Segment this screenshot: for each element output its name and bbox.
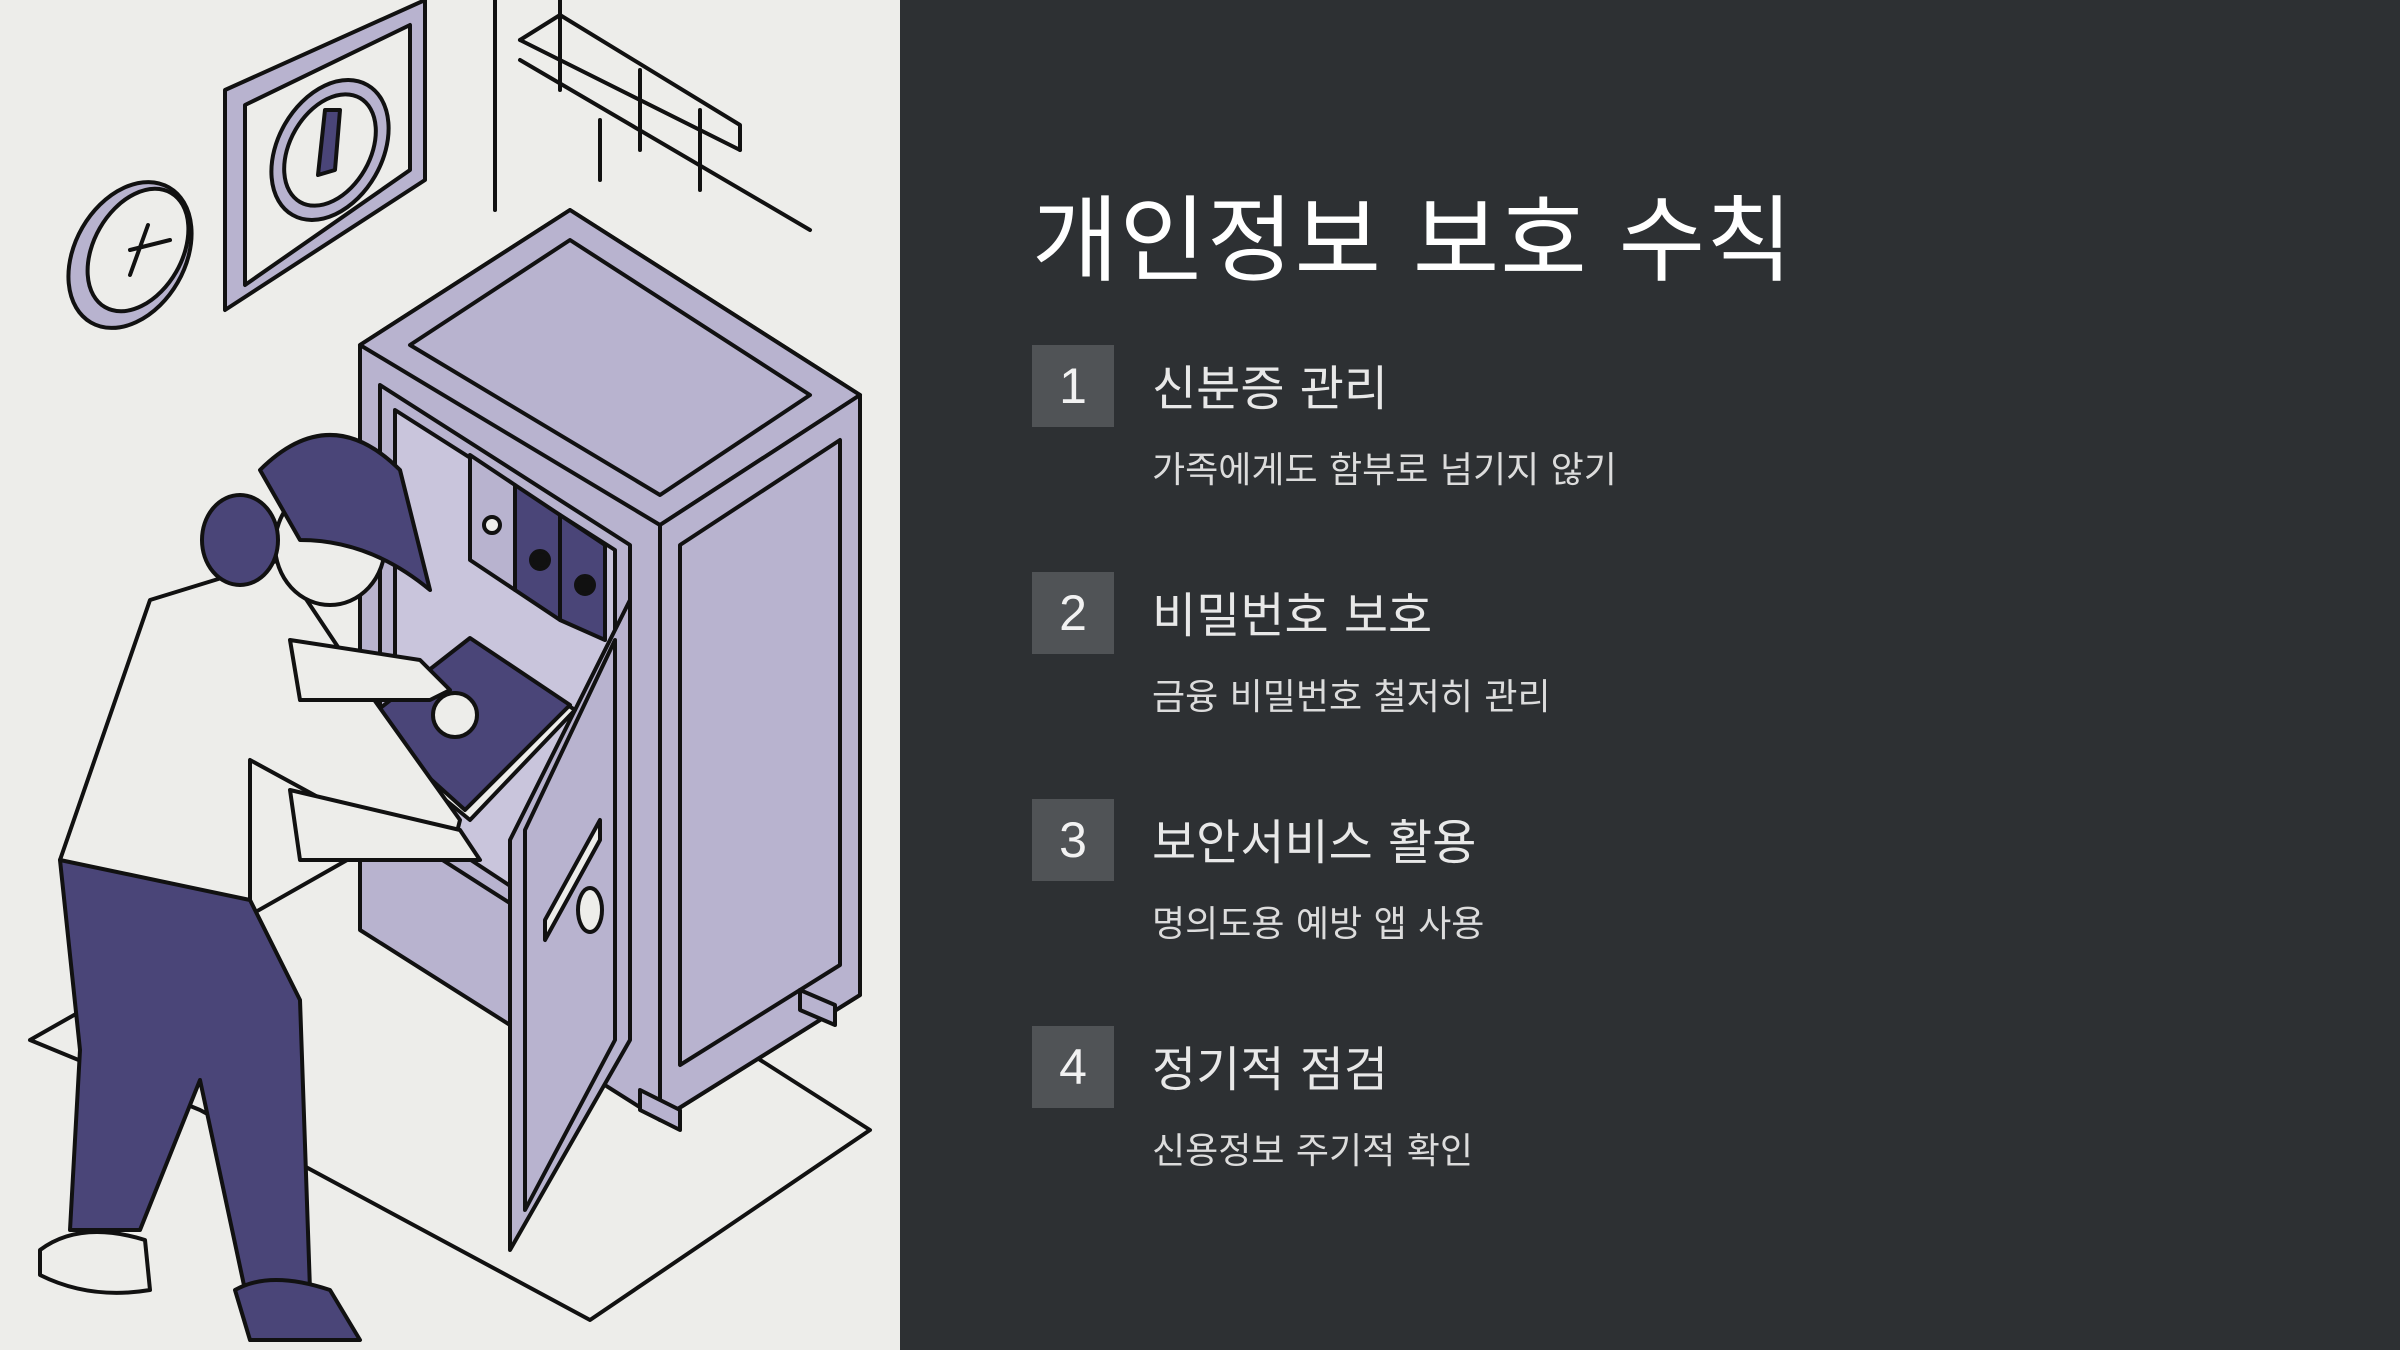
item-title: 정기적 점검 xyxy=(1152,1042,1389,1098)
illustration-panel xyxy=(0,0,900,1350)
item-number-badge: 3 xyxy=(1032,799,1114,881)
content-panel: 개인정보 보호 수칙 1 신분증 관리 가족에게도 함부로 넘기지 않기 2 비… xyxy=(900,0,2400,1350)
item-description: 명의도용 예방 앱 사용 xyxy=(1152,904,1485,945)
item-number-badge: 1 xyxy=(1032,345,1114,427)
item-description: 가족에게도 함부로 넘기지 않기 xyxy=(1152,450,1617,491)
item-title: 보안서비스 활용 xyxy=(1152,815,1477,871)
item-number-badge: 2 xyxy=(1032,572,1114,654)
slide-title: 개인정보 보호 수칙 xyxy=(1032,187,1794,296)
item-description: 신용정보 주기적 확인 xyxy=(1152,1131,1473,1172)
safe-illustration xyxy=(28,0,872,1342)
item-number-badge: 4 xyxy=(1032,1026,1114,1108)
item-title: 비밀번호 보호 xyxy=(1152,588,1433,644)
item-description: 금융 비밀번호 철저히 관리 xyxy=(1152,677,1551,718)
item-title: 신분증 관리 xyxy=(1152,361,1389,417)
